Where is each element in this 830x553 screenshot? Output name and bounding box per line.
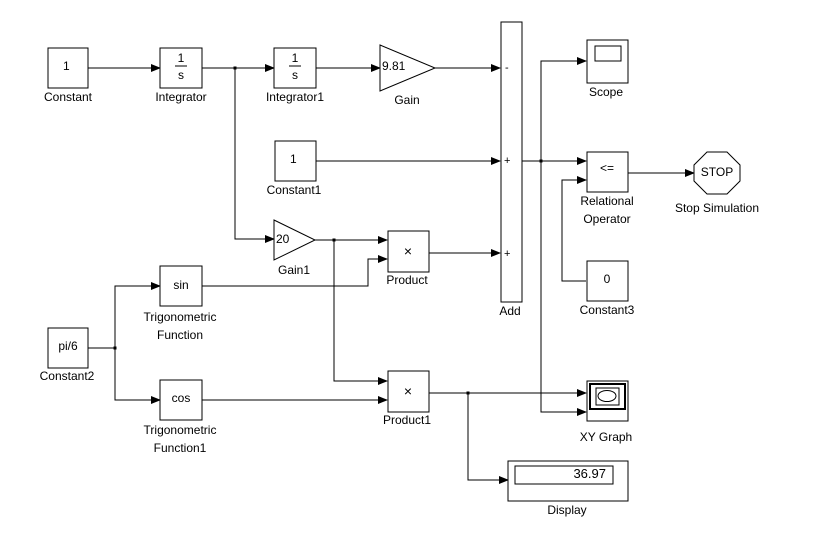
relational-label-line2: Operator [583, 212, 630, 226]
scope-label: Scope [589, 85, 623, 99]
scope-block[interactable] [586, 39, 629, 84]
relational-label-line1: Relational [580, 194, 633, 208]
sin-label-line2: Function [157, 328, 203, 342]
constant-label: Constant [44, 90, 93, 104]
xy-graph-label: XY Graph [580, 430, 632, 444]
line-constant2-sin [114, 282, 161, 348]
line-constant2-cos [114, 348, 161, 404]
product-block[interactable]: × [387, 230, 430, 273]
product1-block[interactable]: × [387, 370, 430, 413]
integrator1-denominator: s [292, 68, 298, 82]
integrator-block[interactable]: 1 s [159, 47, 203, 89]
integrator-numerator: 1 [178, 51, 185, 65]
cos-value: cos [172, 391, 191, 405]
constant1-label: Constant1 [267, 183, 322, 197]
gain-label: Gain [394, 93, 419, 107]
constant2-value: pi/6 [58, 339, 78, 353]
add-label: Add [499, 304, 520, 318]
stop-simulation-label: Stop Simulation [675, 201, 759, 215]
relational-operator-value: <= [600, 161, 614, 175]
gain-value: 9.81 [382, 59, 406, 73]
constant3-block[interactable]: 0 [586, 260, 629, 302]
xy-graph-curve-icon [597, 390, 617, 402]
line-sin-product [202, 255, 388, 287]
constant3-label: Constant3 [580, 303, 635, 317]
product-label: Product [386, 273, 428, 287]
line-product1-display [467, 393, 509, 484]
display-value: 36.97 [573, 466, 606, 481]
branch-point [233, 66, 237, 70]
sin-value: sin [173, 278, 188, 292]
line-add-xygraph [540, 161, 587, 416]
signal-lines [88, 57, 695, 484]
constant1-value: 1 [290, 152, 297, 166]
display-label: Display [547, 503, 586, 517]
scope-screen-icon [594, 45, 622, 62]
product1-label: Product1 [383, 413, 431, 427]
line-gain1-product1 [333, 240, 388, 385]
integrator1-label: Integrator1 [266, 90, 324, 104]
line-add-scope [540, 57, 587, 161]
stop-sign-icon: STOP [701, 165, 733, 179]
sin-label-line1: Trigonometric [144, 310, 217, 324]
constant-value: 1 [63, 59, 70, 73]
gain-block[interactable]: 9.81 [379, 44, 437, 92]
constant-block[interactable]: 1 [47, 47, 89, 89]
gain1-value: 20 [276, 232, 290, 246]
branch-point [466, 391, 470, 395]
branch-point [332, 238, 336, 242]
constant1-block[interactable]: 1 [274, 140, 317, 182]
constant2-label: Constant2 [40, 369, 95, 383]
cos-block[interactable]: cos [159, 379, 203, 421]
integrator1-numerator: 1 [292, 51, 299, 65]
sin-block[interactable]: sin [159, 265, 203, 307]
cos-label-line2: Function1 [154, 441, 207, 455]
add-block[interactable]: - + + [500, 21, 523, 303]
branch-point [539, 159, 543, 163]
constant2-block[interactable]: pi/6 [47, 327, 89, 369]
product1-symbol: × [404, 383, 412, 399]
line-integrator-gain1 [234, 68, 275, 243]
product-symbol: × [404, 243, 412, 259]
display-readout-box [514, 465, 614, 485]
gain1-block[interactable]: 20 [273, 219, 317, 261]
integrator-denominator: s [178, 68, 184, 82]
constant3-value: 0 [604, 272, 611, 286]
display-block[interactable]: 36.97 [507, 460, 629, 502]
xy-graph-block[interactable] [586, 380, 629, 422]
add-sign-3: + [504, 248, 510, 260]
integrator1-block[interactable]: 1 s [273, 47, 317, 89]
relational-operator-block[interactable]: <= [586, 151, 629, 193]
branch-point [113, 346, 117, 350]
gain1-label: Gain1 [278, 263, 310, 277]
add-sign-1: - [505, 62, 509, 74]
add-sign-2: + [504, 155, 510, 167]
cos-label-line1: Trigonometric [144, 423, 217, 437]
line-constant3-relational [561, 176, 587, 282]
stop-simulation-block[interactable]: STOP [693, 151, 741, 195]
integrator-label: Integrator [155, 90, 206, 104]
